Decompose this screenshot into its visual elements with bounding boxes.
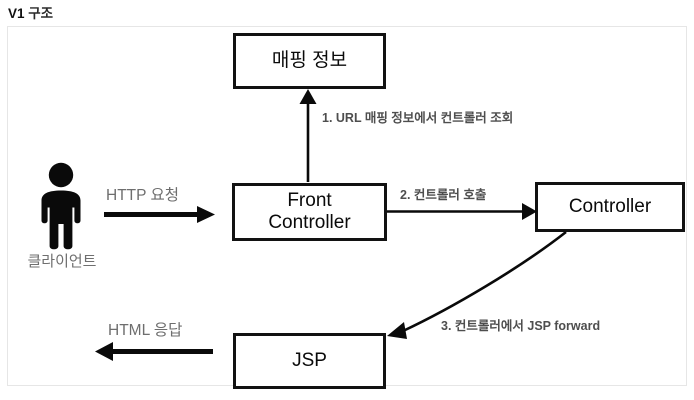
node-jsp: JSP xyxy=(233,333,386,389)
node-front-controller-label: Front Controller xyxy=(268,190,351,233)
node-mapping-info: 매핑 정보 xyxy=(233,33,386,89)
node-controller: Controller xyxy=(535,182,685,232)
page-title-suffix: 구조 xyxy=(24,6,54,21)
node-mapping-info-label: 매핑 정보 xyxy=(271,50,348,72)
node-jsp-label: JSP xyxy=(292,350,327,372)
edge-label-html-response: HTML 응답 xyxy=(108,322,183,339)
edge-label-http-request: HTTP 요청 xyxy=(106,187,180,204)
edge-label-step2: 2. 컨트롤러 호출 xyxy=(400,188,487,202)
node-front-controller: Front Controller xyxy=(232,183,387,241)
client-label: 클라이언트 xyxy=(27,253,97,270)
edge-label-step3: 3. 컨트롤러에서 JSP forward xyxy=(441,319,601,333)
edge-label-step1: 1. URL 매핑 정보에서 컨트롤러 조회 xyxy=(322,111,514,125)
page-title-prefix: V1 xyxy=(8,6,25,21)
node-controller-label: Controller xyxy=(568,196,652,218)
person-icon xyxy=(30,162,92,250)
page-title: V1 구조 xyxy=(8,2,53,22)
